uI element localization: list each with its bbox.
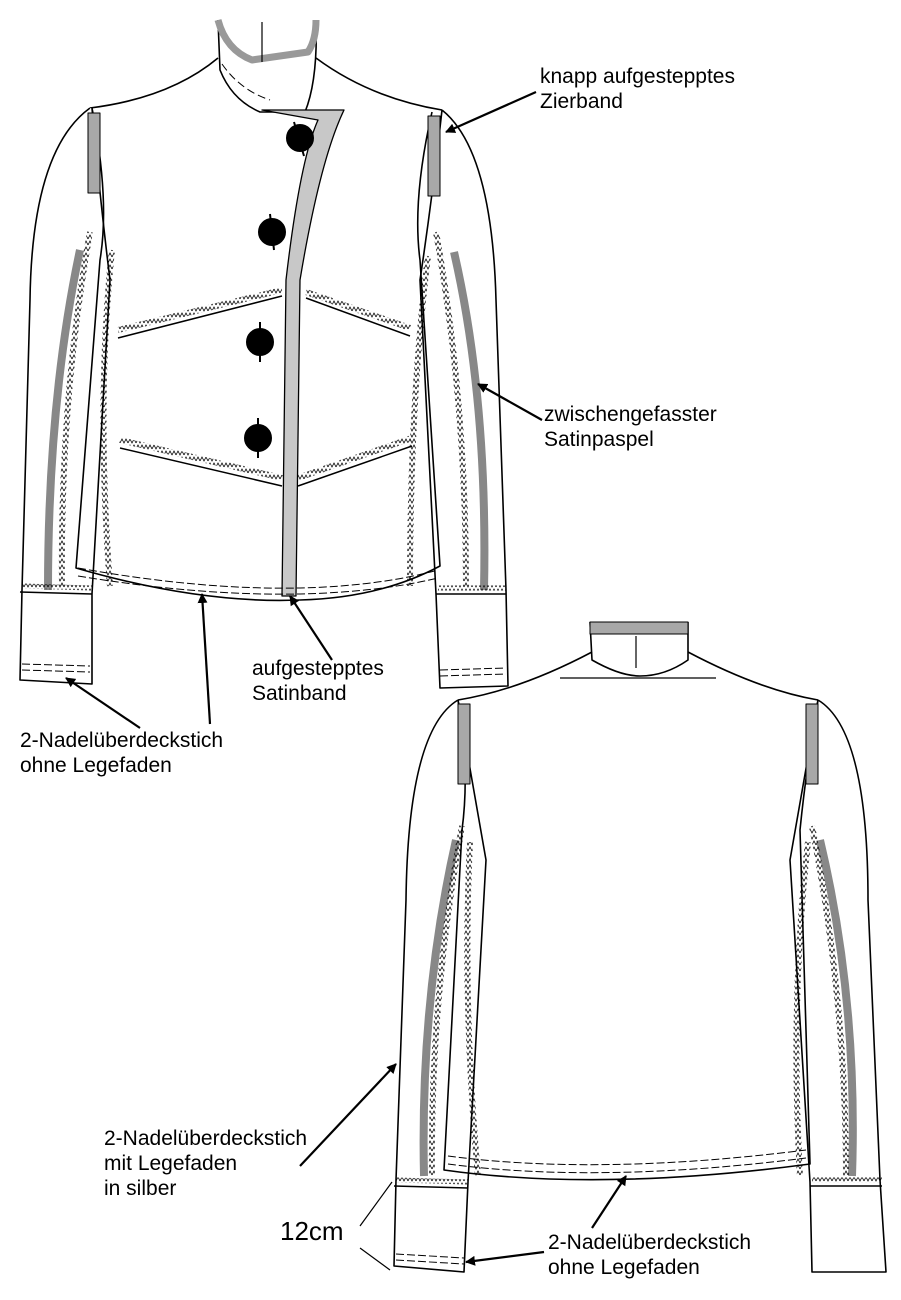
arrow-satinpaspel — [477, 383, 543, 421]
back-shoulder-right — [687, 651, 819, 701]
back-shoulder-tape-right — [805, 703, 819, 785]
label-satinpaspel: zwischengefasster Satinpaspel — [544, 403, 717, 451]
back-collar — [589, 621, 689, 677]
back-shoulder-left — [457, 651, 593, 701]
front-piping-right — [450, 251, 489, 591]
measure-line-bottom — [359, 1247, 391, 1271]
front-shoulder-right — [315, 57, 443, 111]
back-shoulder-tape-left — [457, 703, 471, 785]
arrow-zierband — [445, 90, 537, 134]
front-yoke-lower — [119, 445, 413, 487]
arrow-silber — [299, 1063, 397, 1167]
front-buttons — [244, 121, 314, 458]
front-collar — [217, 19, 318, 113]
back-piping-left — [419, 839, 460, 1177]
label-measure: 12cm — [280, 1216, 344, 1246]
button-1 — [286, 124, 314, 152]
label-naht-front: 2-Nadelüberdeckstich ohne Legefaden — [20, 729, 224, 777]
front-yoke-upper — [117, 295, 411, 339]
front-shoulder-left — [89, 57, 219, 109]
front-piping-left — [44, 249, 84, 591]
back-view — [393, 621, 887, 1273]
front-shoulder-tape-right — [427, 115, 441, 197]
arrow-cuff-back — [465, 1250, 545, 1266]
measure-line-top — [359, 1181, 393, 1227]
arrow-satinband — [289, 595, 333, 661]
front-view — [19, 18, 509, 689]
front-sleeve-left — [19, 107, 111, 685]
label-naht-back: 2-Nadelüberdeckstich ohne Legefaden — [548, 1231, 752, 1279]
label-zierband: knapp aufgestepptes Zierband — [540, 65, 735, 113]
front-shoulder-tape-left — [87, 112, 101, 194]
front-satin-band — [261, 109, 345, 597]
back-piping-right — [816, 839, 857, 1177]
front-sleeve-right — [419, 109, 509, 689]
label-naht-silber: 2-Nadelüberdeckstich mit Legefaden in si… — [104, 1127, 308, 1200]
arrow-cuff-front — [65, 677, 141, 729]
arrow-hem-back — [591, 1175, 627, 1229]
leader-arrows — [65, 90, 627, 1271]
label-satinband: aufgestepptes Satinband — [252, 657, 384, 705]
arrow-hem-front — [197, 593, 212, 725]
back-torso — [443, 699, 819, 1181]
